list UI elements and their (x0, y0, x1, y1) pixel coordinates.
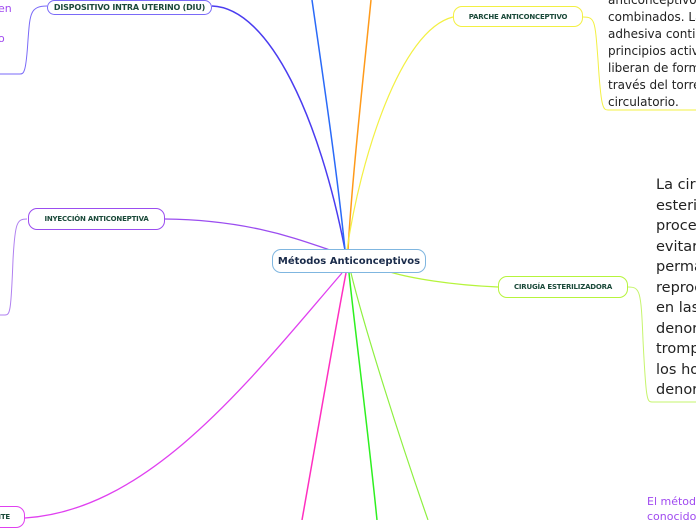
note-line: combinados. La (608, 10, 696, 24)
connector-green (348, 272, 378, 520)
note-line: principios activ (608, 44, 696, 58)
diu-note: en o (0, 0, 12, 54)
connector-lime (350, 272, 429, 520)
branch-label: CIRUGÍA ESTERILIZADORA (513, 283, 613, 291)
connector-parche (346, 16, 454, 251)
note-line: esteri (656, 197, 696, 214)
note-line: evitar (656, 238, 696, 255)
note-line: circulatorio. (608, 95, 679, 109)
note-line: los ho (656, 361, 696, 378)
note-line: través del torre (608, 78, 696, 92)
branch-inyeccion[interactable]: INYECCIÓN ANTICONEPTIVA (28, 208, 165, 230)
connector-diu-note (0, 5, 48, 75)
note-line: adhesiva conti (608, 27, 696, 41)
connector-blue (311, 0, 346, 251)
note-line: o (0, 32, 5, 45)
connector-inyeccion-note (0, 218, 28, 316)
branch-bottom-left[interactable]: NTE (0, 506, 25, 528)
cirugia-note: La ciru esteri proce evitar perma reproc… (656, 175, 696, 401)
note-line: proce (656, 218, 696, 234)
note-line: denor (656, 382, 696, 398)
branch-label: PARCHE ANTICONCEPTIVO (468, 12, 568, 21)
note-line: en las (656, 300, 696, 316)
note-line: conocido (647, 510, 696, 523)
branch-label: INYECCIÓN ANTICONEPTIVA (44, 215, 149, 223)
note-line: denor (656, 320, 696, 337)
branch-cirugia[interactable]: CIRUGÍA ESTERILIZADORA (498, 276, 628, 298)
connector-cirugia (389, 271, 499, 288)
connector-inyeccion (164, 218, 331, 251)
note-line: liberan de form (608, 61, 696, 75)
note-line: El método (647, 495, 696, 508)
note-line: reproc (656, 279, 696, 296)
note-line: anticonceptivos (608, 0, 696, 7)
connector-pink (301, 272, 347, 520)
branch-parche[interactable]: PARCHE ANTICONCEPTIVO (453, 6, 583, 27)
note-line: tromp (656, 341, 696, 357)
connector-cirugia-note (627, 286, 696, 403)
note-line: en (0, 2, 12, 15)
note-line: La ciru (656, 177, 696, 193)
connector-magenta (24, 272, 343, 519)
parche-note: anticonceptivos combinados. La adhesiva … (608, 0, 696, 111)
note-line: perma (656, 259, 696, 275)
central-label: Métodos Anticonceptivos (277, 255, 421, 267)
central-topic[interactable]: Métodos Anticonceptivos (272, 249, 426, 273)
branch-label: NTE (0, 513, 10, 521)
branch-diu[interactable]: DISPOSITIVO INTRA UTERINO (DIU) (47, 0, 212, 15)
branch-label: DISPOSITIVO INTRA UTERINO (DIU) (53, 3, 206, 12)
connector-parche-note (582, 16, 696, 111)
connector-orange (347, 0, 372, 251)
connector-diu (211, 5, 346, 251)
